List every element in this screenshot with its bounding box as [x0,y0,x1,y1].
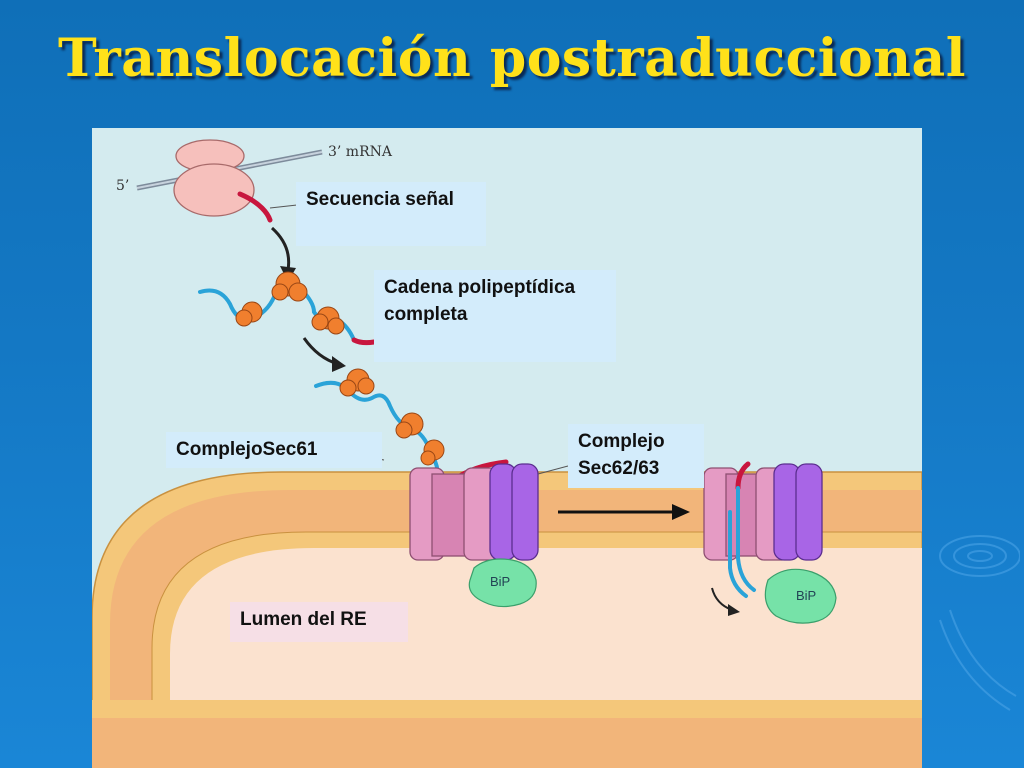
sec62-63-complex-label: Complejo Sec62/63 [568,424,704,488]
ribosome-icon [173,139,255,217]
polypeptide-chain-label: Cadena polipeptídica completa [374,270,616,362]
sec62-63-complex-icon [489,463,539,561]
bip-icon-1 [468,558,537,608]
sec62-63-complex-icon-2 [773,463,823,561]
sec61-complex-label: ComplejoSec61 [166,432,382,468]
lower-membrane-core [92,718,922,768]
sec61-complex-icon [409,467,499,561]
translocation-diagram [92,139,922,768]
mrna-label: 3’ mRNA [328,144,392,160]
signal-sequence-label: Secuencia señal [296,182,486,246]
polypeptide-chain-3 [735,461,751,491]
five-prime-label: 5’ [116,178,130,194]
chaperone-cluster-2 [339,368,445,466]
chaperone-cluster-1 [235,271,345,335]
diagram-panel: 3’ mRNA 5’ Secuencia señal Cadena polipe… [92,128,922,768]
er-lumen-label: Lumen del RE [230,602,408,642]
bip-icon-2 [764,568,837,624]
bip-label-2: BiP [796,588,817,603]
process-arrow-1 [270,226,291,271]
signal-sequence-segment [237,191,273,223]
slide-title: Translocación postraduccional [58,28,966,89]
bip-label-1: BiP [490,574,511,589]
lower-membrane-outer [92,700,922,718]
decorative-swirl-icon [939,535,1020,711]
